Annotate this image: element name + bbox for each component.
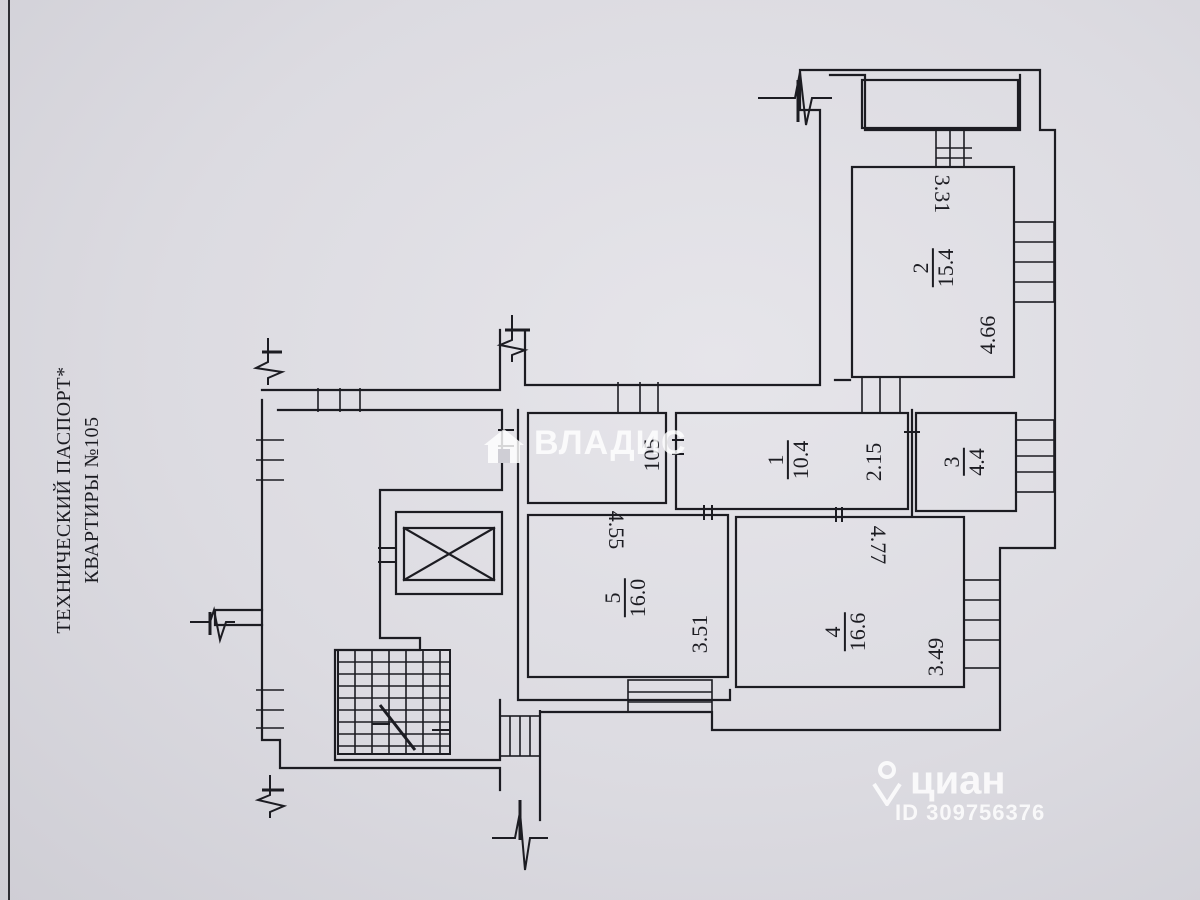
window-mark bbox=[617, 382, 659, 414]
balcony bbox=[860, 78, 1020, 130]
house-icon bbox=[484, 429, 524, 463]
room-number: 5 bbox=[600, 578, 626, 618]
location-pin-icon bbox=[872, 761, 902, 808]
cian-id: ID 309756376 bbox=[895, 800, 1046, 825]
window-mark bbox=[627, 679, 713, 713]
room-area: 4.4 bbox=[964, 448, 989, 476]
landing-wall bbox=[276, 408, 504, 762]
window-mark bbox=[935, 128, 972, 167]
room-1-outline bbox=[674, 411, 910, 511]
room-1-dim: 2.15 bbox=[861, 442, 886, 482]
staircase bbox=[337, 649, 451, 755]
room-2-label: 2 15.4 bbox=[908, 248, 958, 288]
room-4-dim-width: 3.49 bbox=[923, 637, 948, 677]
room-4-dim-length: 4.77 bbox=[866, 525, 891, 565]
outer-wall bbox=[260, 398, 502, 792]
room-4-label: 4 16.6 bbox=[820, 612, 870, 652]
window-mark bbox=[963, 579, 1001, 669]
windows bbox=[256, 128, 1055, 757]
room-area: 10.4 bbox=[788, 440, 813, 480]
room-number: 1 bbox=[763, 440, 789, 480]
room-number: 2 bbox=[908, 248, 934, 288]
room-area: 16.0 bbox=[625, 578, 650, 618]
title-line-2: КВАРТИРЫ №105 bbox=[81, 416, 103, 584]
room-small-outline bbox=[526, 411, 668, 505]
title-line-1: ТЕХНИЧЕСКИЙ ПАСПОРТ* bbox=[53, 366, 75, 634]
margin-line bbox=[8, 0, 10, 900]
window-mark bbox=[861, 378, 901, 414]
window-mark bbox=[1013, 221, 1055, 303]
room-5-dim-width: 3.51 bbox=[687, 614, 712, 654]
break-marks bbox=[190, 71, 832, 871]
room-5-label: 5 16.0 bbox=[600, 578, 650, 618]
outer-wall bbox=[828, 73, 1022, 132]
room-2-dim-width: 3.31 bbox=[930, 174, 955, 214]
room-3-label: 3 4.4 bbox=[939, 448, 989, 476]
room-2-dim-length: 4.66 bbox=[975, 315, 1000, 355]
room-area: 16.6 bbox=[845, 612, 870, 652]
vladis-watermark: ВЛАДИС bbox=[480, 425, 687, 465]
outer-wall bbox=[213, 608, 264, 627]
room-1-label: 1 10.4 bbox=[763, 440, 813, 480]
window-mark bbox=[1015, 419, 1055, 493]
window-mark bbox=[256, 689, 284, 729]
window-mark bbox=[499, 715, 541, 757]
window-mark bbox=[317, 388, 361, 412]
cian-text: циан bbox=[910, 758, 1006, 803]
outer-wall bbox=[260, 328, 502, 392]
elevator-shaft bbox=[394, 510, 504, 596]
room-5-dim-length: 4.55 bbox=[604, 510, 629, 550]
vladis-text: ВЛАДИС bbox=[534, 423, 687, 462]
room-area: 15.4 bbox=[933, 248, 958, 288]
room-5-outline bbox=[526, 513, 730, 679]
room-number: 3 bbox=[939, 448, 965, 476]
elevator-cabin bbox=[402, 526, 496, 582]
window-mark bbox=[256, 439, 284, 481]
interior-wall bbox=[516, 408, 732, 702]
cian-watermark: циан bbox=[870, 758, 1006, 808]
room-number: 4 bbox=[820, 612, 846, 652]
